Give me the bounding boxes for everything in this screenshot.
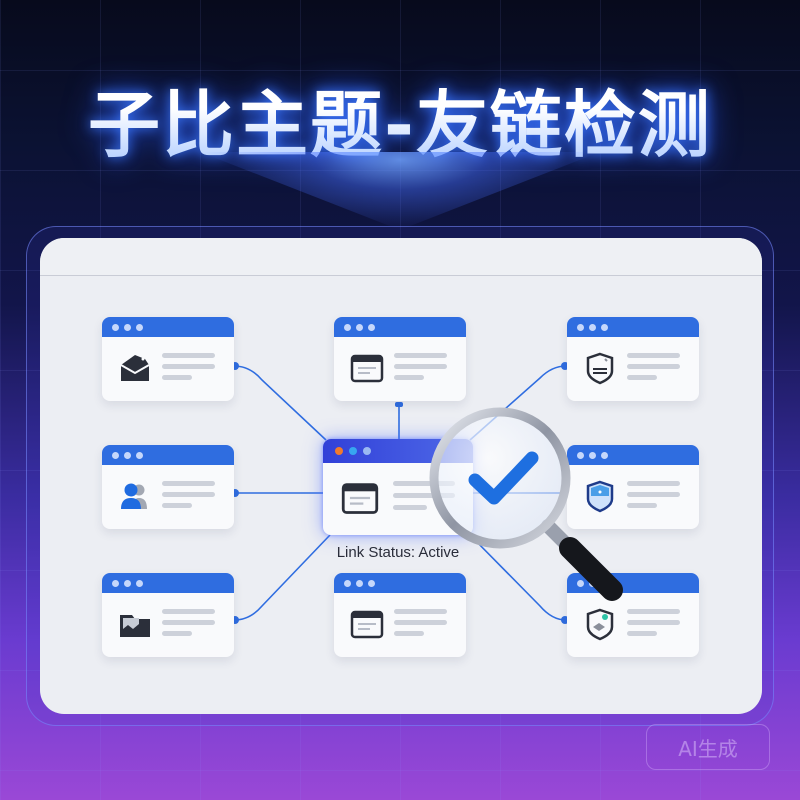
link-card-bottom-left[interactable]: [102, 573, 234, 657]
magnifier-check-icon: [429, 407, 623, 601]
link-card-middle-right[interactable]: [567, 445, 699, 529]
link-status-label: Link Status: Active: [336, 544, 460, 561]
shield-check-icon: [586, 608, 614, 641]
browser-window-icon: [341, 483, 379, 514]
link-card-top-right[interactable]: [567, 317, 699, 401]
link-card-middle-left[interactable]: [102, 445, 234, 529]
envelope-icon: [120, 355, 150, 381]
users-icon: [121, 483, 147, 509]
panel-top-bar: [40, 238, 762, 276]
browser-window-icon: [350, 610, 384, 639]
ai-generated-badge: AI生成: [646, 724, 770, 770]
window-dot-blue: [349, 447, 357, 455]
link-card-top-left[interactable]: [102, 317, 234, 401]
shield-blue-icon: [586, 480, 614, 513]
shield-document-icon: [586, 352, 614, 385]
link-card-top-center[interactable]: [334, 317, 466, 401]
window-dot-orange: [335, 447, 343, 455]
link-card-bottom-right[interactable]: [567, 573, 699, 657]
image-folder-icon: [120, 615, 150, 637]
link-card-bottom-center[interactable]: [334, 573, 466, 657]
browser-window-icon: [350, 354, 384, 383]
window-dot-light: [363, 447, 371, 455]
